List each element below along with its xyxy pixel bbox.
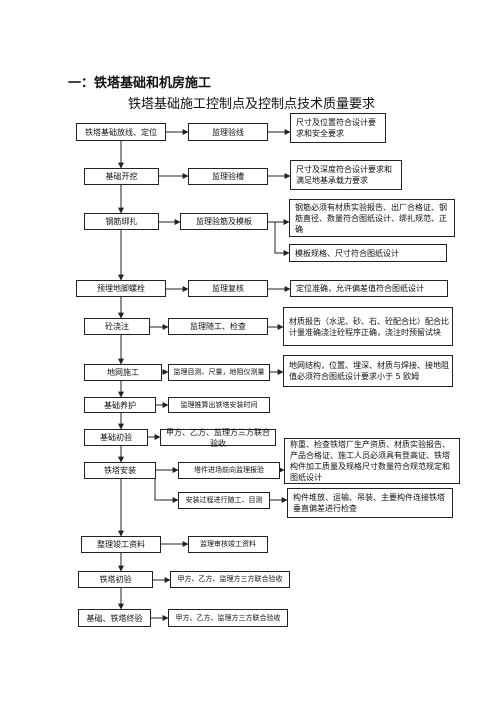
step-tower-initial-acceptance: 铁塔初验 bbox=[78, 571, 153, 588]
step-foundation-layout: 铁塔基础放线、定位 bbox=[76, 123, 166, 141]
step-completion-documents: 整理竣工资料 bbox=[81, 536, 161, 553]
control-joint-acceptance-tower: 甲方、乙方、监理方三方联合验收 bbox=[170, 571, 290, 588]
step-tower-installation: 铁塔安装 bbox=[84, 462, 156, 479]
control-joint-acceptance-foundation: 甲方、乙方、监理方三方联合验收 bbox=[160, 428, 276, 448]
requirement-excavation: 尺寸及深度符合设计要求和满足地基承载力要求 bbox=[290, 160, 402, 190]
control-joint-acceptance-final: 甲方、乙方、监理方三方联合验收 bbox=[168, 609, 288, 627]
control-rebar-formwork-check: 监理验筋及模板 bbox=[180, 213, 268, 230]
control-trench-check: 监理验槽 bbox=[188, 168, 268, 185]
step-foundation-initial-acceptance: 基础初验 bbox=[84, 429, 148, 446]
control-survey-check: 监理验线 bbox=[188, 123, 268, 141]
step-rebar-binding: 钢筋绑扎 bbox=[84, 213, 159, 230]
requirement-tower-materials: 称重、检查铁塔厂生产资质、材质实验报告、产品合格证、施工人员必须具有登高证、铁塔… bbox=[284, 438, 460, 484]
step-excavation: 基础开挖 bbox=[84, 168, 159, 185]
requirement-concrete: 材质报告（水泥、砂、石、砼配合比）配合比计量准确浇注砼程序正确，浇注时预留试块 bbox=[283, 307, 453, 346]
control-install-inspection: 安装过程进行随工、目测 bbox=[178, 492, 270, 509]
requirement-anchor-bolts: 定位准确，允许偏差值符合图纸设计 bbox=[290, 280, 448, 297]
step-curing: 基础养护 bbox=[84, 397, 156, 413]
control-parts-reporting: 塔件进场前向监理报验 bbox=[178, 462, 280, 479]
requirement-rebar: 钢筋必须有材质实验报告、出厂合格证、钢筋直径、数量符合图纸设计、绑扎规范、正确 bbox=[289, 199, 455, 237]
requirement-grounding: 地网结构，位置、埋深、材质与焊接、接地阻值必须符合图纸设计要求小于 5 欧姆 bbox=[283, 355, 453, 387]
control-grounding-measure: 监理目测、尺量，地阻仪测量 bbox=[168, 364, 270, 381]
step-anchor-bolts: 预埋地脚螺栓 bbox=[76, 280, 166, 297]
page-title: 铁塔基础施工控制点及控制点技术质量要求 bbox=[128, 97, 376, 112]
control-install-time: 监理推算出铁塔安装时间 bbox=[168, 397, 270, 413]
section-heading: 一：铁塔基础和机房施工 bbox=[68, 76, 212, 91]
control-recheck: 监理复核 bbox=[188, 280, 268, 297]
step-grounding-grid: 地网施工 bbox=[84, 364, 162, 381]
step-final-acceptance: 基础、铁塔终验 bbox=[78, 609, 151, 627]
control-document-review: 监理审核竣工资料 bbox=[188, 536, 268, 553]
control-site-inspection: 监理随工、检查 bbox=[168, 318, 268, 335]
step-concrete-pouring: 砼浇注 bbox=[84, 318, 150, 335]
requirement-formwork: 模板规格、尺寸符合图纸设计 bbox=[289, 244, 447, 262]
requirement-layout: 尺寸及位置符合设计要求和安全要求 bbox=[290, 113, 386, 143]
requirement-tower-installation: 构件堆放、运输、吊装、主要构件连接铁塔垂直偏差进行检查 bbox=[287, 488, 453, 518]
